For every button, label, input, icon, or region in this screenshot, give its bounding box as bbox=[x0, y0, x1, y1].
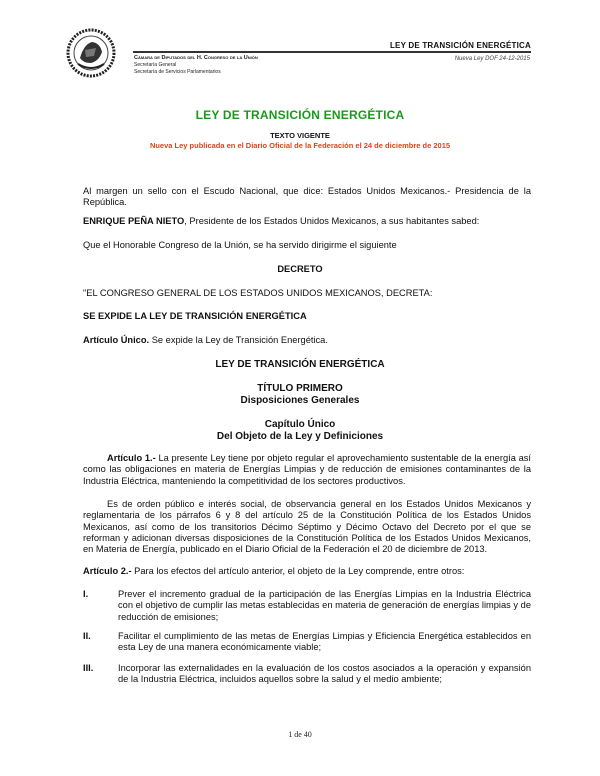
articulo-1-paragraph: Artículo 1.- La presente Ley tiene por o… bbox=[83, 453, 531, 487]
articulo-2-text: Para los efectos del artículo anterior, … bbox=[131, 566, 465, 576]
fraccion-number: III. bbox=[83, 663, 94, 673]
articulo-unico-text: Se expide la Ley de Transición Energétic… bbox=[149, 335, 328, 345]
articulo-2-paragraph: Artículo 2.- Para los efectos del artícu… bbox=[83, 566, 464, 577]
articulo-2-label: Artículo 2.- bbox=[83, 566, 132, 576]
fraccion-number: II. bbox=[83, 631, 91, 641]
presidente-name: ENRIQUE PEÑA NIETO bbox=[83, 216, 185, 226]
fraccion-number: I. bbox=[83, 589, 89, 599]
header-doc-title: LEY DE TRANSICIÓN ENERGÉTICA bbox=[389, 41, 531, 50]
header-doc-subtitle: Nueva Ley DOF 24-12-2015 bbox=[454, 56, 530, 62]
publication-note: Nueva Ley publicada en el Diario Oficial… bbox=[149, 141, 451, 150]
fraccion-text: Incorporar las externalidades en la eval… bbox=[118, 663, 531, 685]
presidente-line: ENRIQUE PEÑA NIETO, Presidente de los Es… bbox=[83, 216, 479, 227]
status-label: TEXTO VIGENTE bbox=[270, 131, 330, 140]
articulo-unico-paragraph: Artículo Único. Se expide la Ley de Tran… bbox=[83, 335, 328, 346]
margen-paragraph: Al margen un sello con el Escudo Naciona… bbox=[83, 186, 531, 208]
fraccion-text: Facilitar el cumplimiento de las metas d… bbox=[118, 631, 531, 653]
capitulo-name: Del Objeto de la Ley y Definiciones bbox=[216, 431, 384, 442]
header-divider bbox=[133, 51, 531, 53]
page-title: LEY DE TRANSICIÓN ENERGÉTICA bbox=[195, 108, 405, 122]
page-indicator: 1 de 40 bbox=[288, 730, 312, 739]
escudo-nacional-seal-icon bbox=[66, 28, 116, 78]
articulo-1-label: Artículo 1.- bbox=[107, 453, 156, 463]
congreso-paragraph: Que el Honorable Congreso de la Unión, s… bbox=[83, 240, 397, 250]
fraccion-text: Prever el incremento gradual de la parti… bbox=[118, 589, 531, 622]
header-institution-block: Cámara de Diputados del H. Congreso de l… bbox=[134, 55, 258, 76]
capitulo-heading: Capítulo Único bbox=[264, 419, 336, 430]
articulo-1-paragraph-2: Es de orden público e interés social, de… bbox=[83, 499, 531, 555]
decreto-heading: DECRETO bbox=[277, 264, 323, 274]
articulo-1-text: La presente Ley tiene por objeto regular… bbox=[83, 453, 532, 486]
header-secretaria-general: Secretaría General bbox=[134, 62, 177, 68]
presidente-rest: , Presidente de los Estados Unidos Mexic… bbox=[184, 216, 480, 226]
se-expide-heading: SE EXPIDE LA LEY DE TRANSICIÓN ENERGÉTIC… bbox=[83, 311, 307, 321]
decreta-paragraph: "EL CONGRESO GENERAL DE LOS ESTADOS UNID… bbox=[83, 288, 433, 298]
ley-title-heading: LEY DE TRANSICIÓN ENERGÉTICA bbox=[215, 359, 385, 370]
header-secretaria-servicios: Secretaría de Servicios Parlamentarios bbox=[134, 69, 221, 75]
header-institution: Cámara de Diputados del H. Congreso de l… bbox=[134, 55, 258, 61]
articulo-unico-label: Artículo Único. bbox=[83, 335, 150, 345]
titulo-heading: TÍTULO PRIMERO bbox=[257, 383, 343, 394]
titulo-name: Disposiciones Generales bbox=[240, 395, 360, 406]
